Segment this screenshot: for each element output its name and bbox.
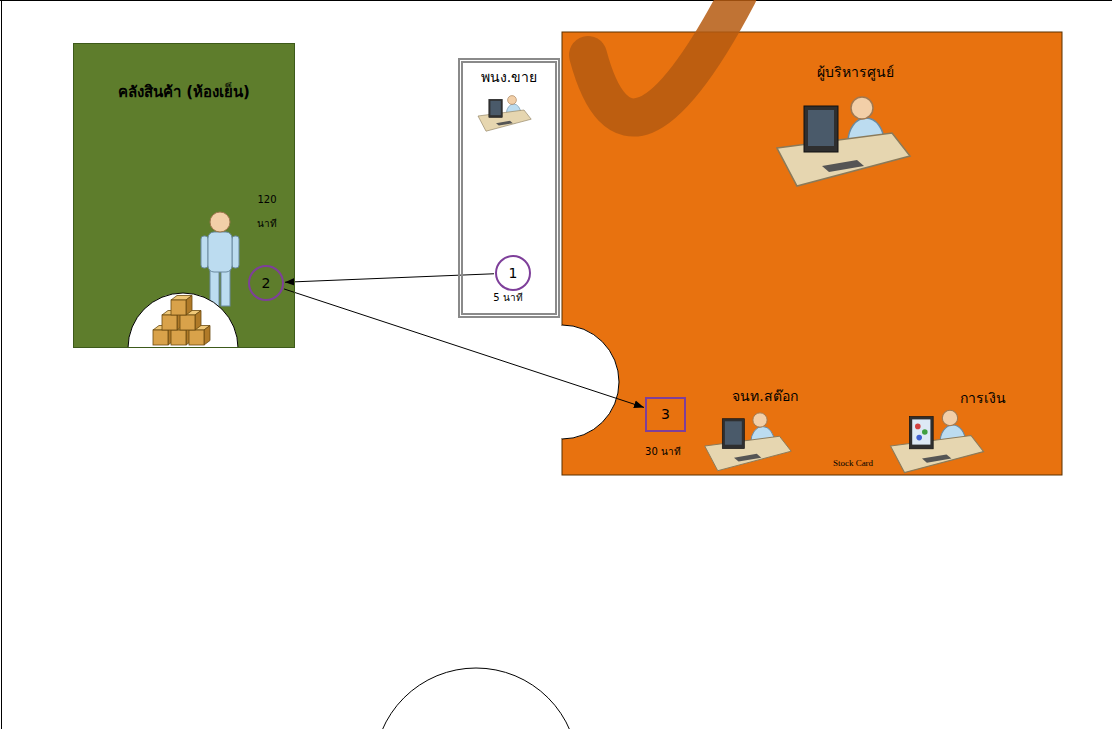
step-square: 3 xyxy=(645,397,686,432)
worker-head xyxy=(851,97,873,119)
frame-line xyxy=(1,0,2,729)
box-front xyxy=(171,330,186,345)
node-fill xyxy=(458,58,560,318)
desk-top xyxy=(891,436,984,473)
sales-panel: พนง.ขาย 1 xyxy=(458,58,560,318)
sales-desk-icon xyxy=(478,96,531,132)
step-number: 1 xyxy=(509,264,518,282)
monitor-screen xyxy=(808,110,834,146)
step-number: 3 xyxy=(661,405,670,423)
box-icon xyxy=(171,296,192,316)
worker-arm xyxy=(201,236,208,268)
box-side xyxy=(204,326,210,346)
keyboard xyxy=(922,454,951,462)
worker-head xyxy=(942,410,957,425)
box-front xyxy=(171,300,186,315)
door-notch xyxy=(562,325,619,439)
worker-head xyxy=(508,96,517,105)
node-fill-layer xyxy=(73,43,560,348)
node-fill xyxy=(73,43,295,348)
document-label: Stock Card xyxy=(833,458,873,468)
warehouse-worker-icon xyxy=(201,212,239,306)
monitor xyxy=(804,106,838,152)
zone-title: พนง.ขาย xyxy=(481,68,537,86)
time-note: 120 นาที xyxy=(250,188,284,236)
screen-dot xyxy=(915,424,921,430)
screen-dot xyxy=(916,435,922,441)
role-label: ผู้บริหารศูนย์ xyxy=(817,61,894,83)
worker-head xyxy=(753,413,767,427)
monitor xyxy=(722,419,744,449)
bottom-arc xyxy=(374,668,578,729)
worker-head xyxy=(210,212,230,232)
time-note: 5 นาที xyxy=(493,290,523,305)
watermark-stroke xyxy=(588,0,738,118)
monitor-screen xyxy=(725,421,742,444)
box-side xyxy=(186,296,192,316)
step-number: 2 xyxy=(262,274,271,292)
door-arc xyxy=(128,293,238,348)
finance-desk-icon xyxy=(891,410,984,472)
zone-title: คลังสินค้า (ห้องเย็น) xyxy=(118,83,250,103)
worker-arm xyxy=(232,236,239,268)
monitor xyxy=(489,99,503,117)
role-label: การเงิน xyxy=(960,387,1006,409)
stock-clerk-icon xyxy=(705,413,791,471)
time-note: 30 นาที xyxy=(645,444,681,459)
screen-dot xyxy=(922,429,928,435)
keyboard xyxy=(822,160,864,172)
desk-top xyxy=(705,436,791,470)
box-side xyxy=(195,311,201,331)
flow-arrow xyxy=(284,289,644,407)
monitor xyxy=(909,417,933,449)
step-circle: 2 xyxy=(248,265,284,301)
desk-top xyxy=(777,133,910,186)
box-front xyxy=(153,330,168,345)
door-arc xyxy=(562,325,619,439)
box-front xyxy=(180,315,195,330)
door-arc xyxy=(128,293,238,348)
keyboard xyxy=(496,121,513,126)
monitor-screen xyxy=(490,101,500,115)
worker-torso xyxy=(208,232,232,272)
desk-top xyxy=(478,110,531,131)
role-label: จนท.สต๊อก xyxy=(732,385,797,407)
box-front xyxy=(162,315,177,330)
step-circle: 1 xyxy=(495,255,531,291)
worker-leg xyxy=(221,268,230,306)
frame-line xyxy=(0,0,1112,1)
manager-desk-icon xyxy=(777,97,910,186)
box-front xyxy=(189,330,204,345)
keyboard xyxy=(734,454,761,462)
monitor-screen xyxy=(912,419,930,444)
